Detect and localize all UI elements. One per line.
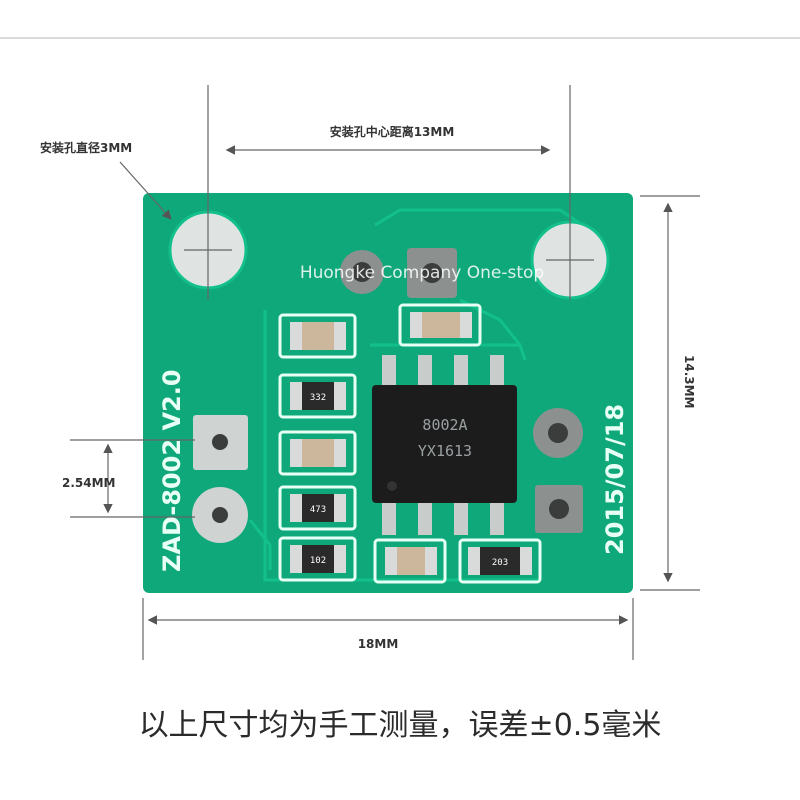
smd-column-left: 332 473 102 xyxy=(278,313,357,582)
resistor-code-3: 102 xyxy=(310,556,326,566)
hole-distance-label: 安装孔中心距离13MM xyxy=(330,124,455,139)
hole-diameter-label: 安装孔直径3MM xyxy=(40,140,132,155)
chip-marking-line2: YX1613 xyxy=(418,442,472,460)
date-silkscreen: 2015/07/18 xyxy=(601,404,629,555)
dimension-lines xyxy=(70,85,700,660)
height-label: 14.3MM xyxy=(682,355,696,409)
ic-chip: 8002A YX1613 xyxy=(372,355,517,535)
resistor-code-4: 203 xyxy=(492,558,508,568)
resistor-code-2: 473 xyxy=(310,505,326,515)
resistor-code-1: 332 xyxy=(310,393,326,403)
width-label: 18MM xyxy=(358,637,399,651)
measurement-caption: 以上尺寸均为手工测量，误差±0.5毫米 xyxy=(138,708,662,743)
watermark-text: Huongke Company One-stop xyxy=(300,263,544,283)
pin-pitch-label: 2.54MM xyxy=(62,476,116,490)
chip-marking-line1: 8002A xyxy=(422,416,467,434)
model-silkscreen: ZAD-8002 V2.0 xyxy=(158,369,186,572)
